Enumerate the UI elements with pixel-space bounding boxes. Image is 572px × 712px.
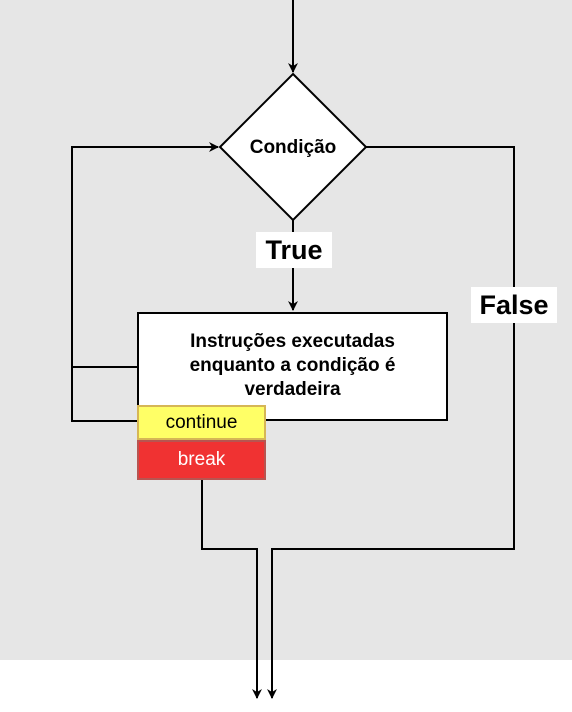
break-box: break <box>137 440 266 480</box>
true-label: True <box>256 232 332 268</box>
false-path <box>267 146 515 699</box>
false-label: False <box>471 287 557 323</box>
process-text: Instruções executadas enquanto a condiçã… <box>189 331 396 400</box>
process-box: Instruções executadas enquanto a condiçã… <box>137 312 448 421</box>
continue-loop-line <box>71 142 219 422</box>
continue-box: continue <box>137 405 266 440</box>
break-path <box>201 480 262 699</box>
condition-label: Condição <box>249 137 337 158</box>
